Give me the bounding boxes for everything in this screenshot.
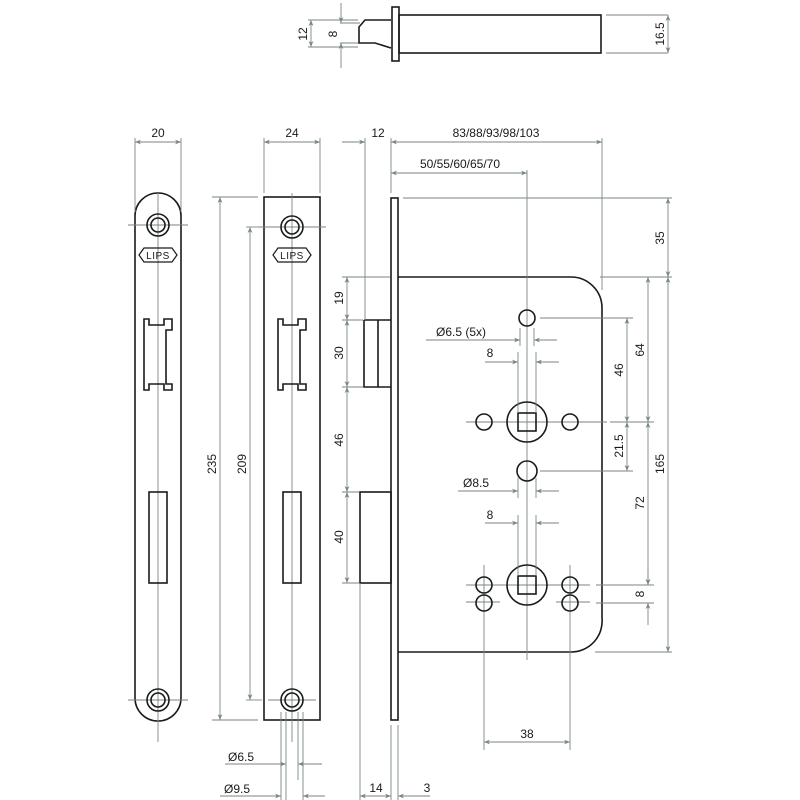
follower-upper-hub bbox=[506, 401, 548, 443]
latch-body bbox=[398, 14, 602, 54]
bolt-opening bbox=[282, 491, 302, 584]
dim-label-follower-spacing: 72 bbox=[633, 496, 647, 510]
dim-label-faceplate-offset: 12 bbox=[371, 126, 385, 140]
fixing-hole-left bbox=[475, 413, 493, 431]
screw-hole-outer bbox=[280, 215, 304, 239]
dim-label-latch-to-bolt: 46 bbox=[332, 433, 346, 447]
dim-label-faceplate-thickness: 3 bbox=[424, 781, 431, 795]
screw-hole-inner bbox=[150, 692, 166, 708]
faceplate-rounded-outline bbox=[134, 192, 182, 722]
latch-bevel bbox=[358, 19, 392, 49]
dim-label-faceplate-width: 20 bbox=[151, 126, 165, 140]
dim-label-latch-overall-height: 12 bbox=[296, 27, 310, 41]
logo-badge bbox=[138, 247, 178, 263]
dim-label-bolt-height: 40 bbox=[332, 530, 346, 544]
lock-body-view: 12 83/88/93/98/103 50/55/60/65/70 35 165… bbox=[332, 126, 672, 800]
dim-label-hole-pair-spacing: 8 bbox=[633, 590, 647, 597]
lock-faceplate bbox=[390, 197, 399, 721]
faceplate-rounded-view: LIPS 20 235 bbox=[128, 126, 258, 742]
dim-label-hole-spacing: 209 bbox=[235, 454, 249, 474]
dim-label-latch-top: 19 bbox=[332, 291, 346, 305]
dim-label-hole-diameter: Ø6.5 bbox=[228, 750, 254, 764]
dim-label-follower-square-bottom: 8 bbox=[487, 508, 494, 522]
dim-label-follower-square-top: 8 bbox=[487, 346, 494, 360]
latch-bolt bbox=[363, 319, 391, 388]
screw-hole-outer bbox=[146, 688, 170, 712]
screw-hole-inner bbox=[150, 217, 166, 233]
dim-label-backset: 50/55/60/65/70 bbox=[420, 157, 500, 171]
screw-hole-outer bbox=[146, 213, 170, 237]
latch-opening bbox=[277, 318, 307, 391]
latch-flange bbox=[391, 6, 400, 62]
dim-label-counterbore-diameter: Ø9.5 bbox=[224, 782, 250, 796]
cylinder-hole bbox=[516, 460, 538, 482]
dim-label-hole-to-follower: 46 bbox=[612, 363, 626, 377]
lock-case-outline bbox=[398, 276, 603, 653]
latch-top-view: 12 8 16.5 bbox=[296, 3, 671, 68]
dim-label-body-depth: 83/88/93/98/103 bbox=[453, 126, 540, 140]
latch-opening bbox=[143, 318, 173, 391]
follower-upper-square bbox=[517, 412, 537, 432]
dim-label-latch-height: 30 bbox=[332, 346, 346, 360]
dim-label-top-to-body: 35 bbox=[653, 231, 667, 245]
dim-label-faceplate-square-width: 24 bbox=[285, 126, 299, 140]
follower-lower-square bbox=[517, 575, 537, 595]
fixing-hole-lower-right-1 bbox=[561, 576, 579, 594]
dim-label-latch-bevel-height: 8 bbox=[326, 30, 340, 37]
logo-badge bbox=[272, 247, 312, 263]
dim-label-faceplate-length: 235 bbox=[205, 454, 219, 474]
dim-label-follower-to-hole: 21.5 bbox=[612, 434, 626, 458]
dim-label-body-height: 165 bbox=[653, 454, 667, 474]
faceplate-square-view: LIPS 24 209 Ø6.5 Ø9.5 bbox=[220, 126, 326, 800]
follower-lower-hub bbox=[506, 564, 548, 606]
dim-label-fixing-holes: Ø6.5 (5x) bbox=[436, 325, 486, 339]
fixing-hole-top bbox=[518, 309, 536, 327]
fixing-hole-lower-left-1 bbox=[475, 576, 493, 594]
bolt-opening bbox=[148, 491, 168, 584]
screw-hole-outer bbox=[280, 688, 304, 712]
logo-text: LIPS bbox=[146, 251, 170, 262]
dim-label-bolt-projection: 14 bbox=[369, 781, 383, 795]
dead-bolt bbox=[359, 491, 392, 584]
dim-label-hole-horizontal-spacing: 38 bbox=[520, 727, 534, 741]
dim-label-cylinder-hole: Ø8.5 bbox=[463, 476, 489, 490]
logo-text: LIPS bbox=[280, 251, 304, 262]
dim-label-latch-body-height: 16.5 bbox=[653, 22, 667, 46]
dim-label-top-to-follower: 64 bbox=[633, 343, 647, 357]
screw-hole-inner bbox=[284, 219, 300, 235]
fixing-hole-lower-right-2 bbox=[561, 594, 579, 612]
fixing-hole-lower-left-2 bbox=[475, 594, 493, 612]
fixing-hole-right bbox=[561, 413, 579, 431]
screw-hole-inner bbox=[284, 692, 300, 708]
